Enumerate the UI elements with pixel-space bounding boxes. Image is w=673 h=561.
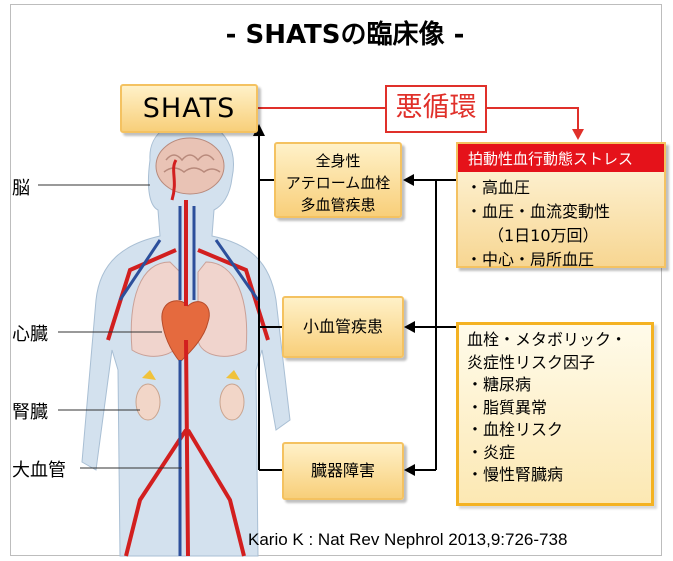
slide-title: - SHATSの臨床像 - (225, 20, 465, 50)
heart-shape (161, 300, 210, 363)
label-heart: 心臓 (12, 324, 48, 345)
systemic-line-2: アテローム血栓 (285, 174, 391, 192)
label-aorta: 大血管 (12, 460, 66, 481)
kidney-left (135, 383, 161, 421)
stress-item: ・中心・局所血圧 (466, 250, 595, 269)
risk-item: ・脂質異常 (467, 397, 548, 417)
stress-item: ・高血圧 (466, 178, 531, 197)
brain-shape (155, 137, 225, 195)
stress-item: （1日10万回） (488, 226, 599, 245)
label-brain: 脳 (12, 178, 30, 199)
risk-heading-1: 血栓・メタボリック・ (467, 330, 627, 349)
risk-item: ・慢性腎臓病 (467, 465, 564, 484)
small-vessel-disease-box: 小血管疾患 (282, 296, 404, 358)
risk-item: ・血栓リスク (467, 420, 564, 439)
aorta-line (106, 200, 270, 557)
systemic-disease-box: 全身性 アテローム血栓 多血管疾患 (274, 142, 402, 218)
risk-item: ・炎症 (467, 442, 516, 462)
stress-header: 拍動性血行動態ストレス (458, 144, 664, 172)
shats-box: SHATS (120, 84, 258, 133)
kidney-right (219, 383, 245, 421)
citation: Kario K : Nat Rev Nephrol 2013,9:726-738 (248, 530, 568, 549)
stress-item: ・血圧・血流変動性 (466, 202, 611, 221)
slide-frame (10, 4, 662, 556)
label-kidney: 腎臓 (12, 402, 48, 423)
hemodynamic-stress-box: 拍動性血行動態ストレス ・高血圧 ・血圧・血流変動性 （1日10万回） ・中心・… (456, 142, 666, 269)
organ-damage-box: 臓器障害 (282, 442, 404, 500)
risk-factors-box: 血栓・メタボリック・ 炎症性リスク因子 ・糖尿病 ・脂質異常 ・血栓リスク ・炎… (456, 322, 654, 506)
risk-heading-2: 炎症性リスク因子 (467, 352, 596, 372)
risk-item: ・糖尿病 (467, 375, 532, 394)
systemic-line-3: 多血管疾患 (300, 196, 376, 214)
systemic-line-1: 全身性 (315, 152, 361, 170)
vicious-cycle-label: 悪循環 (385, 85, 487, 133)
